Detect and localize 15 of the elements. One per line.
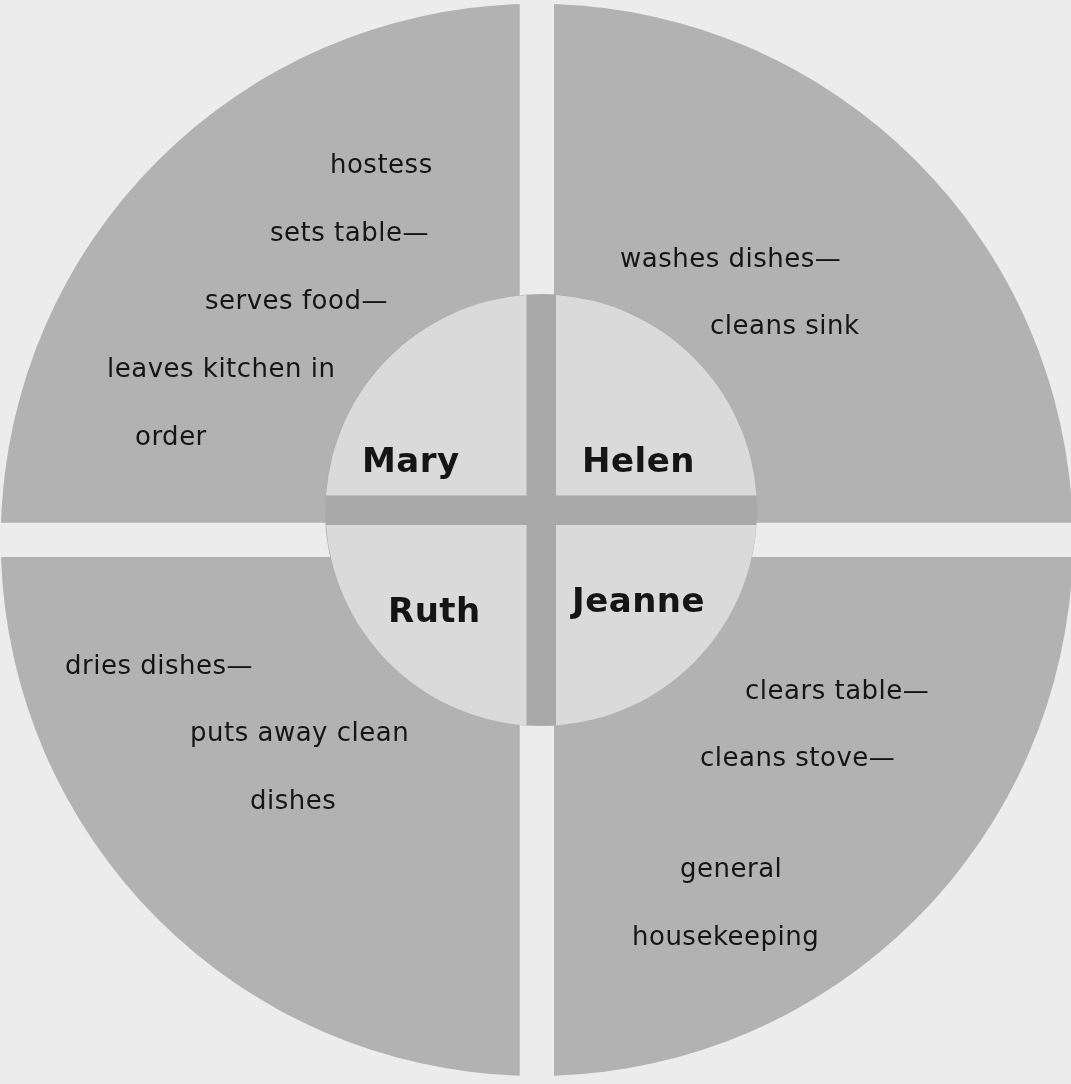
task-text: washes dishes—	[620, 242, 842, 275]
person-name: Helen	[582, 440, 695, 480]
task-text: general housekeeping	[632, 852, 821, 953]
task-text: dries dishes—	[65, 649, 253, 682]
task-text: serves food—	[205, 284, 388, 317]
task-text: hostess	[330, 148, 433, 181]
person-name: Ruth	[388, 590, 481, 630]
person-name: Jeanne	[572, 580, 706, 620]
task-text: leaves kitchen in order	[107, 352, 337, 453]
task-text: clears table—	[745, 674, 930, 707]
task-text: cleans stove—	[700, 741, 896, 774]
task-text: cleans sink	[710, 309, 860, 342]
person-name: Mary	[362, 440, 460, 480]
task-text: puts away clean dishes	[190, 716, 411, 817]
task-text: sets table—	[270, 216, 429, 249]
